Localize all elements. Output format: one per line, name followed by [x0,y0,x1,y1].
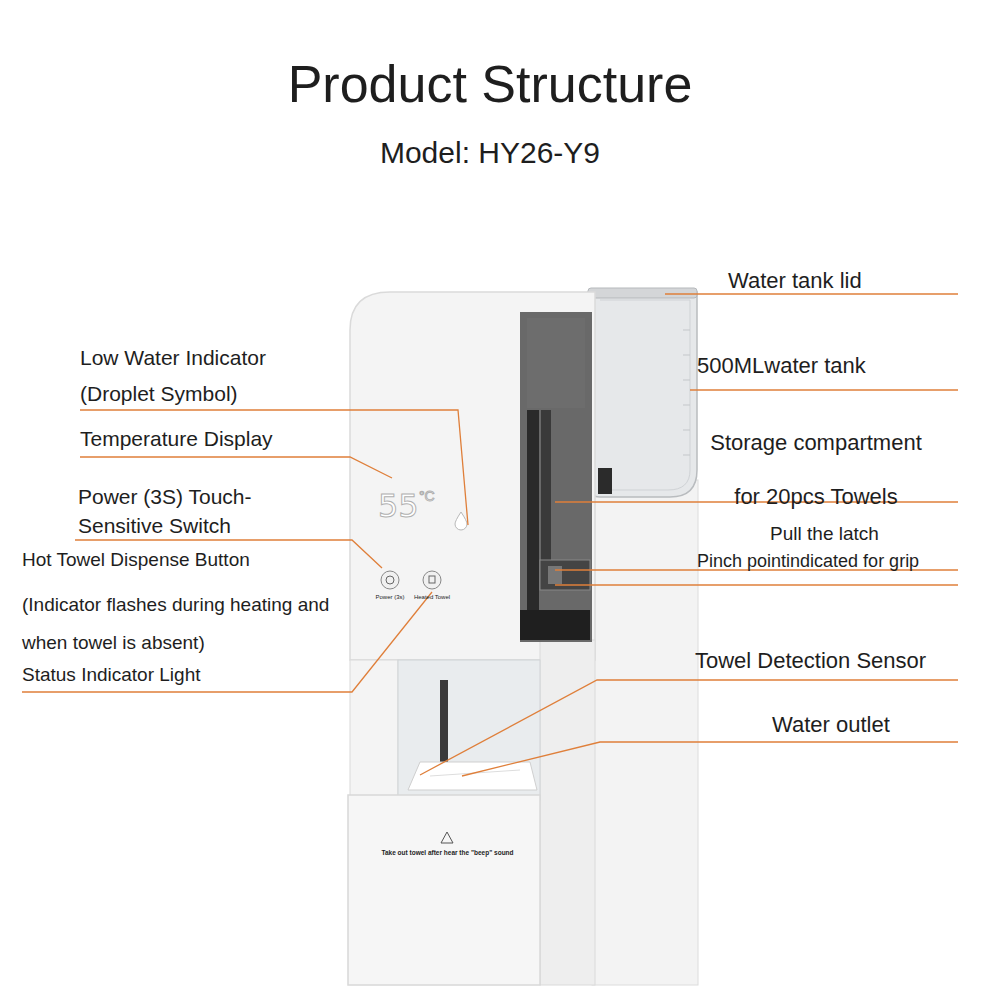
dispense-button [423,571,441,589]
power-button [381,571,399,589]
part-label: Water tank lid [728,267,862,295]
part-label: Pinch pointindicated for grip [697,550,919,573]
opening-bar [440,680,448,770]
part-label: Status Indicator Light [22,663,201,687]
part-label: Hot Towel Dispense Button [22,548,250,572]
part-label: Pull the latch [697,522,952,546]
button-caption: Heated Towel [410,594,454,602]
part-label: Towel Detection Sensor [695,647,926,675]
warning-triangle [441,832,453,843]
towel-icon [429,576,435,583]
power-icon [386,576,394,584]
subtitle: Model: HY26-Y9 [0,134,980,172]
latch-grip [548,566,562,584]
part-label: Storage compartment for 20pcs Towels [700,416,932,524]
water-tank [588,292,697,497]
towel-bar [541,410,551,560]
window-glass [527,318,585,408]
towel-window [520,312,592,642]
side-column [592,480,698,985]
display-unit: °C [419,488,435,506]
base [348,795,540,985]
towel-bar [527,410,539,620]
tank-lid [588,288,697,298]
tank-inner-edge [600,300,690,490]
latch-slot [520,610,590,640]
front-post [350,660,398,800]
towel-tray [408,762,537,790]
dispense-opening [398,660,540,800]
note: (Indicator flashes during heating and wh… [22,586,357,662]
part-label: Low Water Indicator (Droplet Symbol) [80,340,320,412]
leader-lines [22,294,958,776]
part-label: 500MLwater tank [697,352,866,380]
warning-text: Take out towel after hear the "beep" sou… [355,849,540,857]
title: Product Structure [0,52,980,117]
button-caption: Power (3s) [368,594,412,602]
part-label: Water outlet [772,711,890,739]
middle-column [540,640,595,985]
droplet-symbol [455,512,467,530]
tank-valve [598,468,612,494]
tank-graduations [683,330,690,455]
part-label: Power (3S) Touch-Sensitive Switch [78,482,328,540]
display-digits: 55 [378,486,419,526]
part-label: Temperature Display [80,426,273,452]
